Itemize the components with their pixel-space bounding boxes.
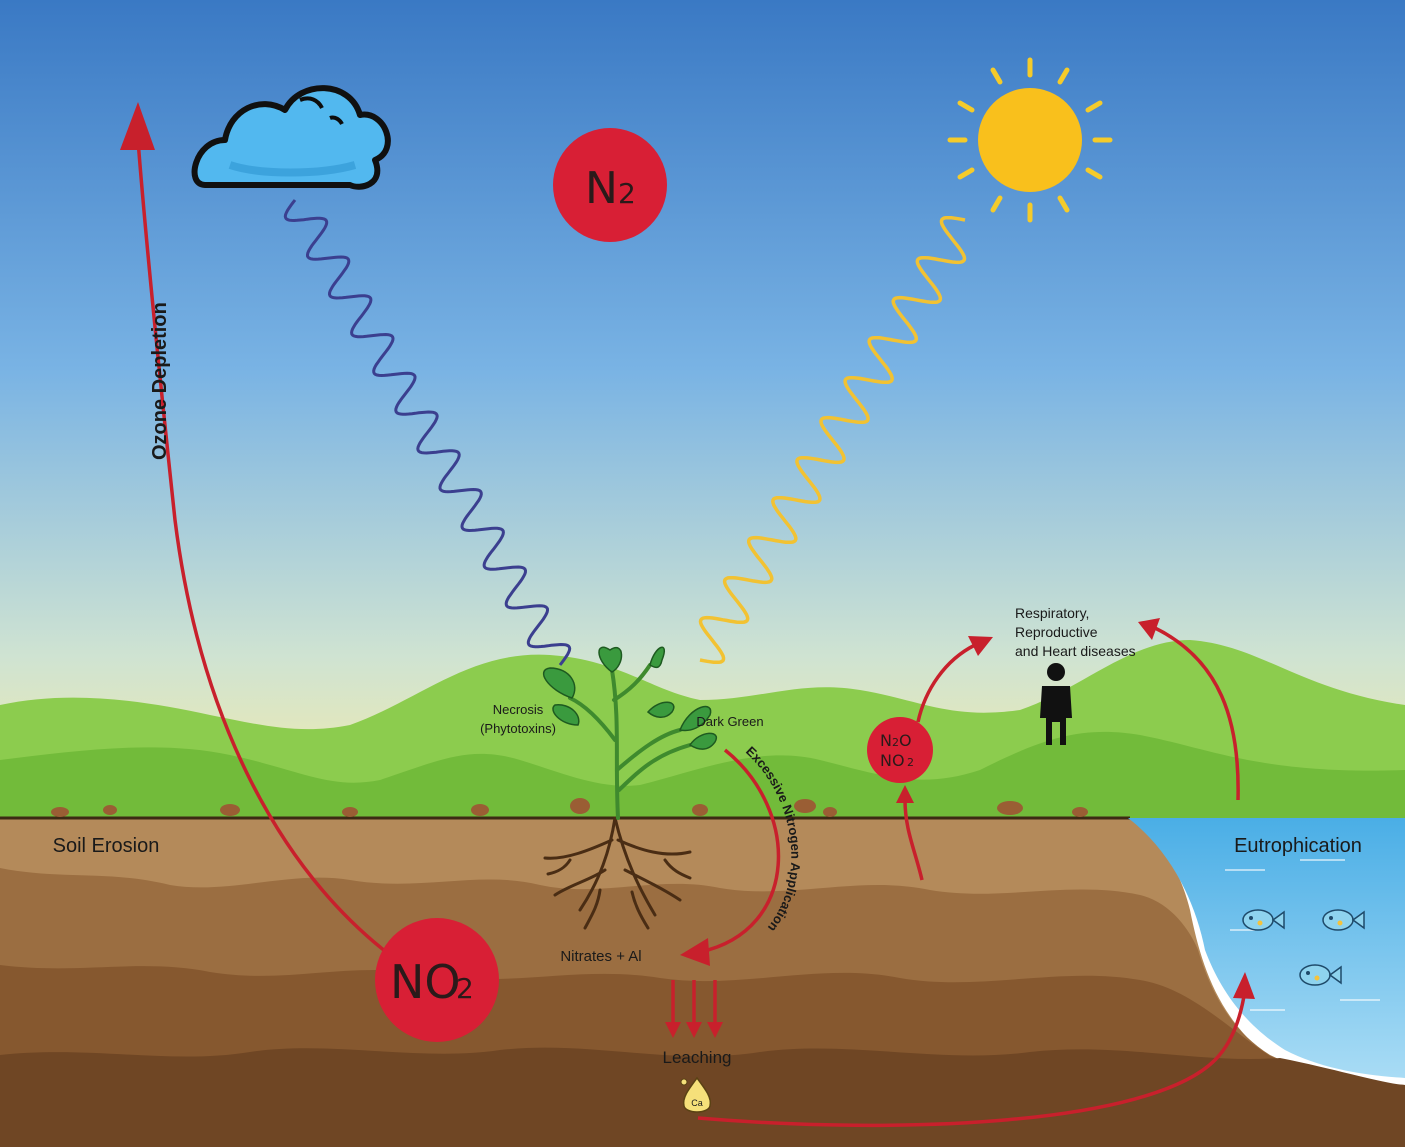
diseases-label-line1: Respiratory, (1015, 605, 1089, 621)
fish-icon (1242, 909, 1285, 931)
plant-icon (542, 646, 718, 930)
ozone-arrowhead (120, 102, 155, 150)
fish-icon (1299, 964, 1342, 986)
necrosis-label: Necrosis (493, 702, 544, 717)
leaching-to-water-arrowhead (1233, 972, 1255, 999)
person-icon (1040, 663, 1072, 745)
water-ripples (1225, 859, 1380, 1011)
water-to-diseases-arrowhead (1138, 618, 1160, 640)
cloud-icon (191, 85, 391, 190)
n2o-n-text: N (880, 731, 892, 750)
leaching-to-water-arrow (697, 989, 1247, 1128)
dark-green-label: Dark Green (696, 714, 763, 729)
sun-icon (947, 57, 1113, 223)
n2-main-text: N (585, 163, 618, 214)
excessive-nitrogen-arrow (699, 748, 781, 954)
n2o-no2-molecule: N 2 O NO 2 (867, 717, 933, 783)
water-body (1128, 818, 1405, 1078)
no2-small-subscript: 2 (907, 756, 914, 769)
front-hills (0, 731, 1405, 830)
calcium-droplet-icon: Ca (680, 1076, 712, 1113)
soil-to-n2o-arrowhead (896, 785, 914, 803)
soil-erosion-label: Soil Erosion (53, 835, 160, 857)
no2-small-text: NO (880, 751, 905, 770)
phytotoxins-label: (Phytotoxins) (480, 721, 556, 736)
n2o-to-diseases-arrowhead (968, 636, 993, 656)
ozone-depletion-arrow (136, 139, 392, 957)
blue-radiation-wave (283, 199, 572, 666)
no2-subscript: 2 (456, 972, 474, 1005)
pebbles (51, 798, 1088, 817)
eutrophication-label: Eutrophication (1234, 835, 1362, 857)
fish-icon (1322, 909, 1365, 931)
diseases-label-line2: Reproductive (1015, 624, 1098, 640)
ozone-depletion-label: Ozone Depletion (149, 302, 171, 460)
n2o-o-text: O (899, 731, 912, 750)
n2o-subscript: 2 (892, 736, 899, 749)
water-to-diseases-arrow (1154, 626, 1240, 801)
soil-to-n2o-arrow (903, 799, 924, 881)
nitrates-al-label: Nitrates + Al (560, 948, 641, 965)
excessive-nitrogen-arrowhead (680, 938, 710, 966)
diseases-label-line3: and Heart diseases (1015, 643, 1136, 659)
no2-ground-molecule: NO 2 (375, 918, 499, 1042)
leaching-arrows (665, 980, 723, 1038)
n2-molecule: N 2 (553, 128, 667, 242)
no2-main-text: NO (390, 955, 461, 1009)
yellow-sunlight-wave (698, 215, 967, 665)
n2-subscript: 2 (618, 177, 636, 210)
droplet-text: Ca (691, 1098, 703, 1108)
n2o-to-diseases-arrow (916, 643, 976, 723)
leaching-label: Leaching (662, 1048, 731, 1067)
